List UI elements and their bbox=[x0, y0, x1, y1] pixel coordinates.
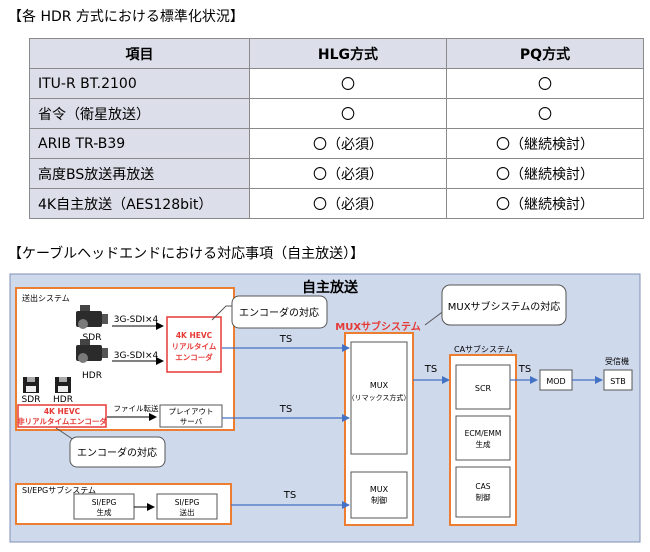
si-epg-send-box bbox=[156, 493, 218, 520]
callout-encoder-bottom: エンコーダの対応 bbox=[55, 427, 166, 468]
section-title-standardization: 【各 HDR 方式における標準化状況】 bbox=[8, 9, 244, 25]
mod-label: MOD bbox=[546, 377, 565, 386]
table-header: HLG方式 bbox=[249, 38, 447, 69]
si-epg-send-label: SI/EPG bbox=[175, 498, 200, 507]
hdr-small-label: HDR bbox=[53, 395, 73, 405]
section-title-headend: 【ケーブルヘッドエンドにおける対応事項（自主放送）】 bbox=[8, 246, 365, 262]
callout-text: エンコーダの対応 bbox=[77, 446, 157, 459]
si-epg-generate-label: SI/EPG bbox=[92, 498, 117, 507]
table-header: PQ方式 bbox=[446, 38, 644, 69]
playout-server-label: サーバ bbox=[180, 417, 203, 426]
si-epg-send-label: 送出 bbox=[180, 507, 195, 517]
playout-server-label: プレイアウト bbox=[169, 407, 214, 416]
realtime-encoder-label: リアルタイム bbox=[172, 341, 217, 351]
floppy-disk-icon bbox=[23, 377, 39, 393]
file-transfer-label: ファイル転送 bbox=[114, 403, 159, 413]
non-realtime-encoder-label: 非リアルタイムエンコーダ bbox=[17, 416, 107, 426]
table-row: ARIB TR-B39 〇（必須） 〇（継続検討） bbox=[29, 128, 644, 159]
scr-box bbox=[455, 364, 511, 410]
send-system-label: 送出システム bbox=[22, 293, 70, 303]
row-label: 省令（衛星放送） bbox=[29, 98, 250, 129]
ts-label: TS bbox=[279, 404, 292, 415]
cas-control-label: CAS bbox=[475, 482, 490, 491]
row-label: ITU-R BT.2100 bbox=[29, 68, 250, 99]
row-label: ARIB TR-B39 bbox=[29, 128, 250, 159]
table-cell: 〇 bbox=[446, 98, 644, 129]
si-epg-subsystem-label: SI/EPGサブシステム bbox=[22, 485, 96, 495]
standardization-table: 項目 HLG方式 PQ方式 ITU-R BT.2100 〇 〇 省令（衛星放送）… bbox=[29, 38, 644, 219]
hdr-label: HDR bbox=[82, 371, 102, 381]
table-cell: 〇 bbox=[249, 68, 447, 99]
table-cell: 〇 bbox=[249, 98, 447, 129]
callout-text: MUXサブシステムの対応 bbox=[448, 300, 561, 313]
ts-label: TS bbox=[283, 490, 296, 501]
table-cell: 〇（必須） bbox=[249, 128, 447, 159]
ts-label: TS bbox=[424, 364, 437, 375]
ca-subsystem-label: CAサブシステム bbox=[454, 344, 513, 354]
sdr-small-label: SDR bbox=[22, 395, 41, 405]
callout-text: エンコーダの対応 bbox=[239, 306, 319, 319]
diagram-title: 自主放送 bbox=[302, 279, 359, 296]
si-epg-generate-box bbox=[73, 493, 135, 520]
table-cell: 〇（必須） bbox=[249, 188, 447, 219]
ts-label: TS bbox=[518, 364, 531, 375]
sdi-label-hdr: 3G-SDI×4 bbox=[114, 351, 159, 361]
non-realtime-encoder-label: 4K HEVC bbox=[44, 407, 81, 416]
non-realtime-encoder-box bbox=[17, 404, 107, 428]
realtime-encoder-label: エンコーダ bbox=[175, 352, 213, 362]
sdr-label: SDR bbox=[83, 333, 102, 343]
mux-control-box bbox=[350, 471, 408, 519]
table-row: 省令（衛星放送） 〇 〇 bbox=[29, 98, 644, 129]
ecm-emm-box bbox=[455, 415, 511, 461]
row-label: 4K自主放送（AES128bit） bbox=[29, 188, 250, 219]
sdi-label-sdr: 3G-SDI×4 bbox=[114, 315, 159, 325]
table-row: 4K自主放送（AES128bit） 〇（必須） 〇（継続検討） bbox=[29, 188, 644, 219]
camera-icon bbox=[76, 305, 108, 329]
si-epg-generate-label: 生成 bbox=[97, 507, 112, 517]
mux-label: （リマックス方式） bbox=[348, 393, 411, 402]
mux-control-label: 制御 bbox=[371, 495, 387, 505]
mux-box bbox=[350, 341, 408, 455]
realtime-encoder-label: 4K HEVC bbox=[176, 331, 213, 340]
table-cell: 〇（継続検討） bbox=[446, 188, 644, 219]
floppy-disk-icon bbox=[55, 377, 71, 393]
stb-box bbox=[603, 369, 633, 391]
cas-control-label: 制御 bbox=[476, 492, 491, 502]
cas-control-box bbox=[455, 466, 511, 518]
camera-icon bbox=[76, 339, 108, 363]
mux-label: MUX bbox=[370, 381, 389, 390]
ecm-emm-label: 生成 bbox=[476, 439, 491, 449]
mux-control-label: MUX bbox=[370, 485, 389, 494]
stb-label: STB bbox=[610, 377, 625, 386]
scr-label: SCR bbox=[475, 384, 492, 393]
row-label: 高度BS放送再放送 bbox=[29, 158, 250, 189]
playout-server-box bbox=[159, 404, 223, 428]
callout-encoder-top: エンコーダの対応 bbox=[211, 295, 328, 329]
realtime-encoder-box bbox=[166, 316, 222, 373]
ecm-emm-label: ECM/EMM bbox=[465, 429, 502, 438]
receiver-label: 受信機 bbox=[605, 356, 629, 366]
mux-subsystem-label: MUXサブシステム bbox=[335, 320, 420, 333]
table-header-row: 項目 HLG方式 PQ方式 bbox=[29, 38, 644, 69]
callout-mux: MUXサブシステムの対応 bbox=[424, 284, 567, 326]
ts-label: TS bbox=[279, 334, 292, 345]
